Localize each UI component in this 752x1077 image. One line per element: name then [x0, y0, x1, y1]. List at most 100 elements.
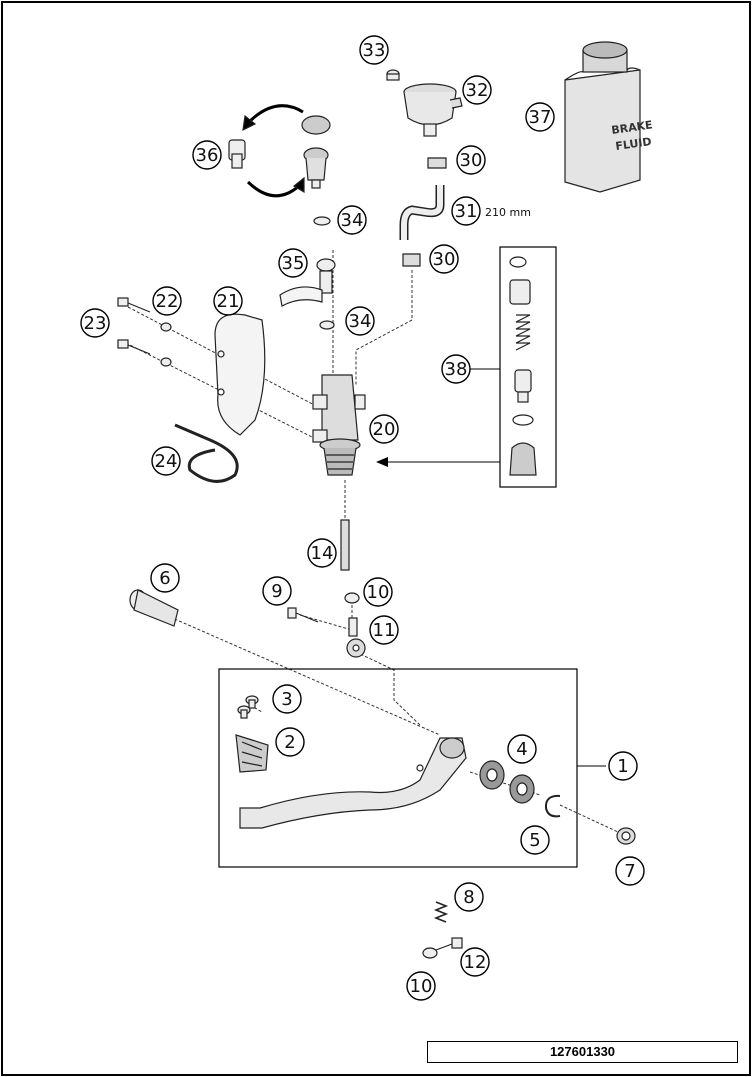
callout-c8: 8	[454, 882, 484, 912]
callout-c20: 20	[369, 414, 399, 444]
callout-c10a: 10	[363, 577, 393, 607]
callout-c1: 1	[608, 751, 638, 781]
part-36-bleed-nipple	[228, 139, 246, 169]
part-6-pivot-bolt	[129, 589, 179, 627]
callout-circle	[451, 196, 481, 226]
group-box-brake-pedal	[218, 668, 578, 868]
rotate-arrow-top-head	[242, 114, 257, 132]
callout-number: 20	[373, 419, 396, 440]
callout-circle	[615, 856, 645, 886]
callout-number: 38	[445, 359, 468, 380]
callout-c30b: 30	[429, 244, 459, 274]
part-34-washer-upper	[313, 216, 331, 226]
callout-circle	[406, 971, 436, 1001]
part-38-repair-kit	[509, 256, 537, 476]
callout-number: 33	[363, 40, 386, 61]
callout-number: 11	[373, 620, 396, 641]
part-30-clamp-upper	[427, 157, 447, 169]
callout-circle	[608, 751, 638, 781]
callout-circle	[152, 286, 182, 316]
jar-label-line2: FLUID	[615, 135, 653, 153]
callout-c3: 3	[272, 684, 302, 714]
callout-number: 22	[156, 291, 179, 312]
callout-circle	[363, 577, 393, 607]
callout-circle	[507, 734, 537, 764]
callout-number: 14	[311, 543, 334, 564]
callout-circle	[275, 727, 305, 757]
part-30-clamp-lower	[402, 253, 421, 267]
callout-circle	[345, 306, 375, 336]
callout-circle	[369, 615, 399, 645]
callout-number: 37	[529, 107, 552, 128]
callout-circle	[462, 75, 492, 105]
callout-c10b: 10	[406, 971, 436, 1001]
part-10-nut-lower	[422, 947, 438, 959]
callout-number: 23	[84, 313, 107, 334]
callout-circle	[151, 446, 181, 476]
callout-number: 10	[410, 976, 433, 997]
callout-circle	[262, 576, 292, 606]
callout-circle	[525, 102, 555, 132]
part-14-push-rod	[340, 519, 350, 571]
part-37-brake-fluid-jar	[564, 41, 641, 193]
part-20-master-cylinder	[312, 374, 366, 476]
callout-c11: 11	[369, 615, 399, 645]
part-10-nut-upper	[344, 592, 360, 604]
callout-circle	[272, 684, 302, 714]
callout-c9: 9	[262, 576, 292, 606]
callout-circle	[454, 882, 484, 912]
callout-c33: 33	[359, 35, 389, 65]
part-7-bushing	[616, 827, 636, 845]
part-22-washers	[160, 322, 172, 367]
callout-circle	[150, 563, 180, 593]
callout-c31: 31	[451, 196, 481, 226]
callout-circle	[337, 205, 367, 235]
callout-circle	[429, 244, 459, 274]
part-8-spring	[433, 901, 449, 923]
part-24-cable-tie	[174, 423, 239, 483]
callout-number: 30	[460, 150, 483, 171]
callout-circle	[456, 145, 486, 175]
hose-length-label: 210 mm	[485, 206, 531, 219]
part-34-washer-lower	[319, 320, 335, 330]
part-11-clevis	[346, 617, 366, 658]
callout-c30a: 30	[456, 145, 486, 175]
part-9-bolt	[287, 607, 319, 623]
rotate-arrow-bottom-head	[292, 176, 305, 194]
callout-number: 4	[516, 739, 527, 760]
callout-circle	[520, 825, 550, 855]
callout-c4: 4	[507, 734, 537, 764]
callout-circle	[359, 35, 389, 65]
callout-number: 30	[433, 249, 456, 270]
callout-number: 5	[529, 830, 540, 851]
callout-number: 36	[196, 145, 219, 166]
callout-circle	[460, 947, 490, 977]
callout-c32: 32	[462, 75, 492, 105]
callout-number: 3	[281, 689, 292, 710]
callout-c35: 35	[278, 248, 308, 278]
callout-circle	[278, 248, 308, 278]
callout-number: 10	[367, 582, 390, 603]
callout-number: 24	[155, 451, 178, 472]
callout-circle	[213, 286, 243, 316]
callout-number: 35	[282, 253, 305, 274]
group-box-repair-kit	[499, 246, 557, 488]
drawing-number: 127601330	[427, 1041, 738, 1063]
callout-number: 2	[284, 732, 295, 753]
callout-number: 34	[341, 210, 364, 231]
callout-circle	[307, 538, 337, 568]
callout-number: 34	[349, 311, 372, 332]
part-1-brake-pedal	[239, 737, 467, 829]
part-5-circlip	[544, 794, 561, 818]
callout-c37: 37	[525, 102, 555, 132]
rotate-arrow-bottom	[246, 180, 302, 198]
leader-lines	[125, 250, 619, 833]
callout-c21: 21	[213, 286, 243, 316]
callout-circle	[192, 140, 222, 170]
callout-number: 31	[455, 201, 478, 222]
callout-c24: 24	[151, 446, 181, 476]
callout-c22: 22	[152, 286, 182, 316]
arrow-38-head	[376, 457, 388, 467]
